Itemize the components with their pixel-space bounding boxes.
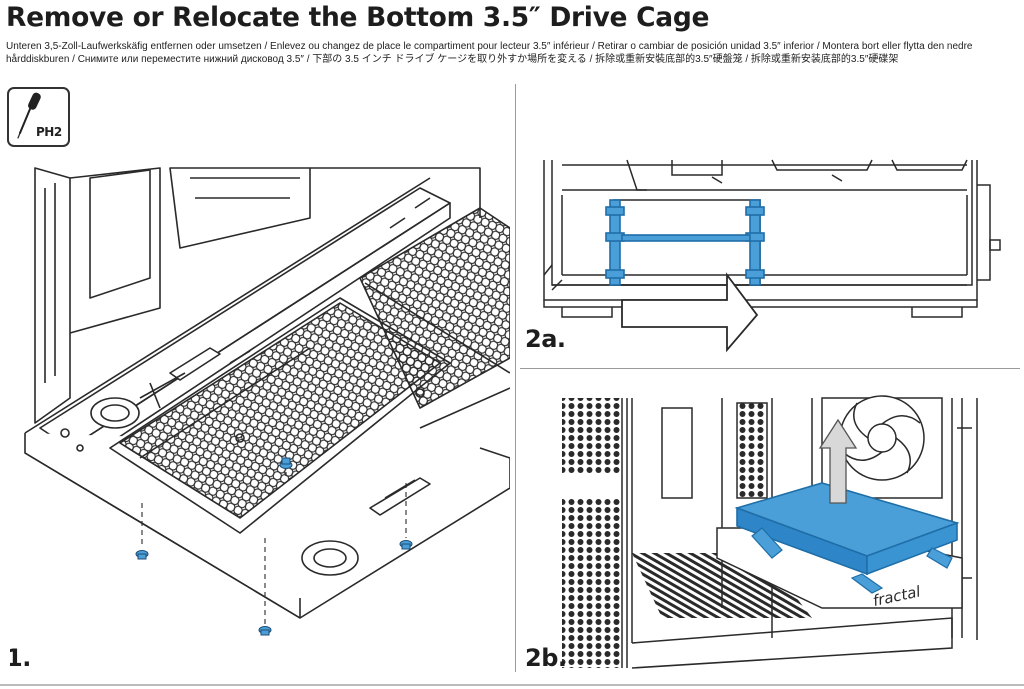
illustration-step-1: 1. [10,158,510,678]
step-number-2b: 2b. [525,644,567,672]
illustration-step-2a: 2a. [522,95,1022,363]
bottom-rule [0,684,1024,686]
drive-cage-slide-diagram [543,159,1001,353]
lift-arrow-icon [818,418,858,504]
screwdriver-icon [17,92,41,139]
tool-label: PH2 [36,125,62,139]
screw-icon [135,457,413,636]
step-number-1: 1. [10,644,31,672]
illustration-step-2b: fractal 2b. [522,378,1022,680]
translated-subtitle: Unteren 3,5-Zoll-Laufwerkskäfig entferne… [6,41,973,65]
slide-arrow-icon [621,272,759,353]
tool-requirement-box: PH2 [7,87,70,147]
horizontal-separator [520,368,1020,369]
drive-cage [734,482,960,594]
page-title: Remove or Relocate the Bottom 3.5″ Drive… [6,2,710,33]
drive-cage-lift-diagram: fractal [562,395,978,669]
drive-cage [605,199,765,286]
case-bottom-diagram [24,167,510,636]
step-number-2a: 2a. [525,325,566,353]
vertical-separator [515,84,516,672]
